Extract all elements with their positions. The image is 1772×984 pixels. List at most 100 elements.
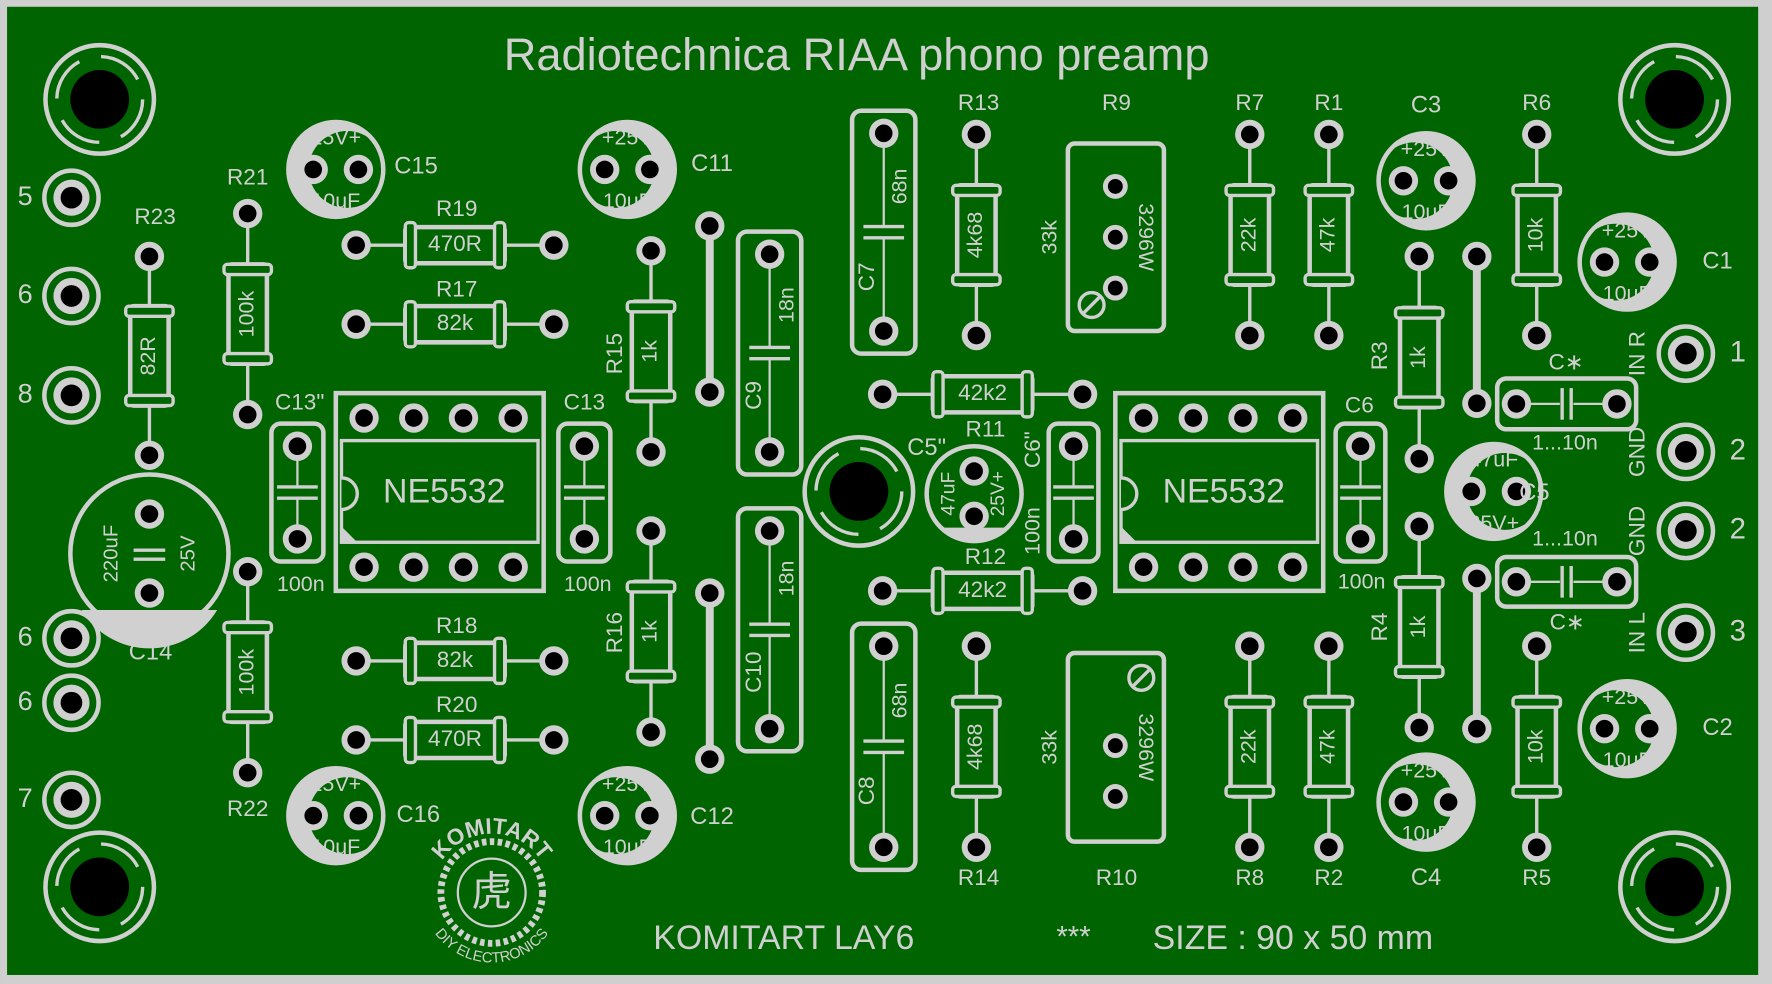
drill-hole (1184, 409, 1203, 427)
drill-hole (1240, 637, 1259, 656)
logo-glyph: 虎 (471, 869, 512, 915)
drill-hole (60, 384, 83, 407)
drill-hole (1527, 125, 1546, 144)
drill-hole (1468, 569, 1486, 588)
resistor-value: 10k (1523, 729, 1547, 764)
cap-rating: +25V (602, 126, 653, 150)
connector-pin-label: 1 (1730, 335, 1746, 368)
drill-hole (700, 383, 719, 401)
mounting-hole (43, 42, 157, 156)
connector-pin-label: 6 (18, 278, 33, 309)
drill-hole (874, 838, 893, 857)
drill-hole (1507, 573, 1526, 591)
drill-hole (60, 285, 83, 307)
connector-right[interactable]: 3IN L (1624, 603, 1746, 663)
connector-left[interactable]: 6 (18, 608, 101, 668)
cap-rating: 25V+ (310, 772, 361, 796)
drill-hole (874, 322, 893, 340)
film-cap-1[interactable]: C13"100n (269, 389, 326, 596)
connector-pin-label: 5 (18, 180, 33, 211)
connector-pin-label: 6 (18, 685, 33, 716)
connector-right[interactable]: 1IN R (1624, 324, 1746, 383)
cap-capacitance: 10uF (1603, 282, 1652, 306)
drill-hole (1595, 719, 1614, 738)
drill-hole (1468, 719, 1486, 738)
film-cap-9[interactable]: C∗1...10n (1494, 350, 1639, 455)
resistor-value: 4k68 (963, 723, 987, 770)
film-cap-10[interactable]: C∗1...10n (1494, 527, 1639, 635)
drill-hole (238, 204, 257, 223)
cap-value: 100n (1338, 570, 1386, 594)
connector-left[interactable]: 8 (18, 366, 101, 425)
drill-hole (1240, 125, 1259, 144)
film-cap-3[interactable]: C6"100n (1020, 421, 1101, 564)
cap-voltage: 25V+ (988, 471, 1009, 516)
cap-ref: C10 (741, 651, 766, 692)
drill-hole (1320, 637, 1338, 656)
cap-ref: C3 (1411, 92, 1441, 118)
connector-left[interactable]: 6 (18, 673, 101, 733)
drill-hole (1410, 718, 1429, 737)
drill-hole (60, 627, 83, 650)
trimmer-type: 3296W (1134, 203, 1158, 272)
trimmer-value: 33k (1038, 220, 1062, 255)
connector-left[interactable]: 7 (18, 770, 101, 830)
connector-left[interactable]: 5 (18, 168, 101, 228)
cap-ref: C16 (397, 802, 441, 828)
ic-part-label: NE5532 (383, 473, 505, 511)
connector-signal-label: IN L (1624, 612, 1649, 653)
drill-hole (1107, 178, 1123, 194)
drill-hole (641, 160, 659, 179)
drill-hole (1064, 530, 1083, 548)
resistor-ref: R8 (1235, 865, 1264, 890)
drill-hole (642, 241, 660, 260)
resistor-ref: R12 (965, 544, 1006, 569)
connector-left[interactable]: 6 (18, 266, 101, 326)
cap-capacitance: 10uF (1603, 748, 1652, 772)
drill-hole (1107, 789, 1123, 804)
drill-hole (700, 750, 719, 768)
